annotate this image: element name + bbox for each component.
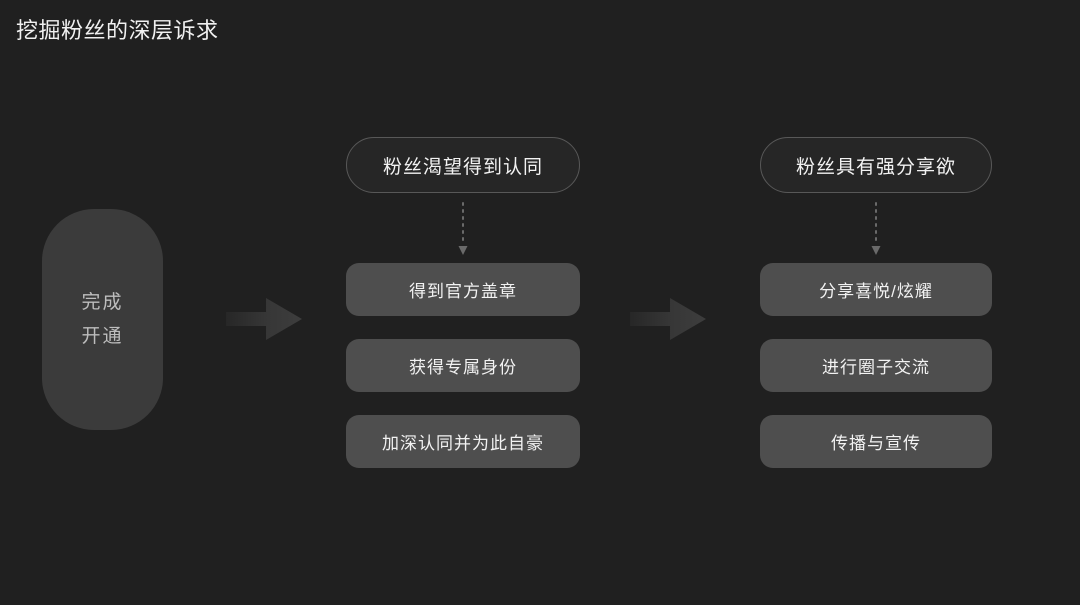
group-header-2-label: 粉丝具有强分享欲 xyxy=(795,156,956,178)
item-label: 分享喜悦/炫耀 xyxy=(819,282,933,301)
item-label: 得到官方盖章 xyxy=(409,282,517,301)
start-node-line-2: 开通 xyxy=(81,325,124,347)
dotted-arrow-down-icon-2 xyxy=(870,197,882,259)
dotted-arrow-down-icon-1 xyxy=(457,197,469,259)
flow-arrow-right-icon-1 xyxy=(226,298,302,340)
list-item[interactable]: 分享喜悦/炫耀 xyxy=(760,263,992,316)
item-label: 获得专属身份 xyxy=(409,358,517,377)
flow-arrow-right-icon-2 xyxy=(630,298,706,340)
list-item[interactable]: 获得专属身份 xyxy=(346,339,580,392)
list-item[interactable]: 进行圈子交流 xyxy=(760,339,992,392)
group-header-1[interactable]: 粉丝渴望得到认同 xyxy=(346,137,580,193)
group-header-1-label: 粉丝渴望得到认同 xyxy=(382,156,543,178)
page-title: 挖掘粉丝的深层诉求 xyxy=(16,18,219,43)
group-header-2[interactable]: 粉丝具有强分享欲 xyxy=(760,137,992,193)
item-label: 进行圈子交流 xyxy=(822,358,930,377)
item-label: 加深认同并为此自豪 xyxy=(382,434,544,453)
list-item[interactable]: 加深认同并为此自豪 xyxy=(346,415,580,468)
item-list-1: 得到官方盖章 获得专属身份 加深认同并为此自豪 xyxy=(346,263,580,468)
list-item[interactable]: 传播与宣传 xyxy=(760,415,992,468)
item-label: 传播与宣传 xyxy=(831,434,921,453)
start-node-line-1: 完成 xyxy=(81,291,124,313)
item-list-2: 分享喜悦/炫耀 进行圈子交流 传播与宣传 xyxy=(760,263,992,468)
start-node[interactable]: 完成 开通 xyxy=(42,209,163,430)
list-item[interactable]: 得到官方盖章 xyxy=(346,263,580,316)
